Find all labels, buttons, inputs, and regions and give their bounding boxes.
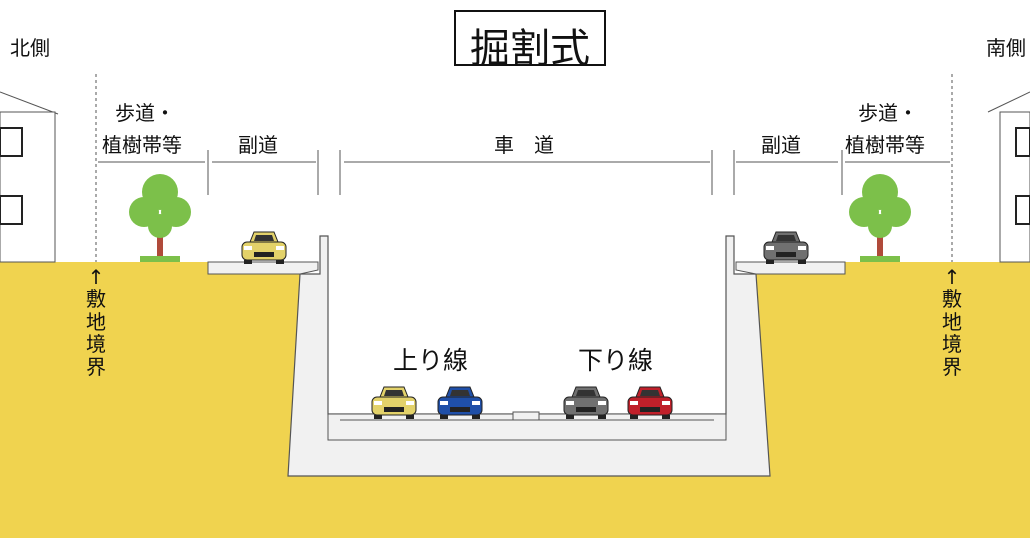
north-side-label: 北側 (10, 36, 50, 60)
car-icon-south-side-road (763, 231, 809, 264)
car-icon-up-lane-2 (437, 386, 483, 419)
down-lane-label: 下り線 (578, 346, 654, 375)
tree-icon-north (129, 174, 191, 262)
side-road-north (207, 261, 319, 275)
ground-bottom (288, 476, 770, 538)
median-block (512, 411, 540, 421)
boundary-arrow-icon: ↑ (87, 265, 105, 289)
car-icon-up-lane-1 (371, 386, 417, 419)
building-north (0, 91, 59, 263)
ground-south (756, 262, 1030, 538)
up-lane-label: 上り線 (393, 346, 469, 375)
sidewalk-label-north-line2: 植樹帯等 (102, 133, 182, 157)
tree-icon-south (849, 174, 911, 262)
boundary-label-north: ↑ 敷 地 境 界 (86, 265, 106, 379)
dimension-lines (98, 150, 950, 195)
page-title: 掘割式 (470, 26, 590, 72)
boundary-arrow-icon: ↑ (943, 265, 961, 289)
car-icon-down-lane-1 (563, 386, 609, 419)
roadway-label: 車 道 (494, 133, 554, 157)
side-road-label-south: 副道 (761, 133, 801, 157)
building-south (987, 91, 1030, 263)
side-road-label-north: 副道 (238, 133, 278, 157)
car-icon-north-side-road (241, 231, 287, 264)
boundary-label-south: ↑ 敷 地 境 界 (942, 265, 962, 379)
sidewalk-label-south-line2: 植樹帯等 (845, 133, 925, 157)
car-icon-down-lane-2 (627, 386, 673, 419)
sidewalk-label-south-line1: 歩道・ (858, 101, 918, 125)
sidewalk-label-north-line1: 歩道・ (115, 101, 175, 125)
south-side-label: 南側 (986, 36, 1026, 60)
side-road-south (735, 261, 846, 275)
ground-north (0, 262, 300, 538)
title-box (454, 10, 606, 66)
